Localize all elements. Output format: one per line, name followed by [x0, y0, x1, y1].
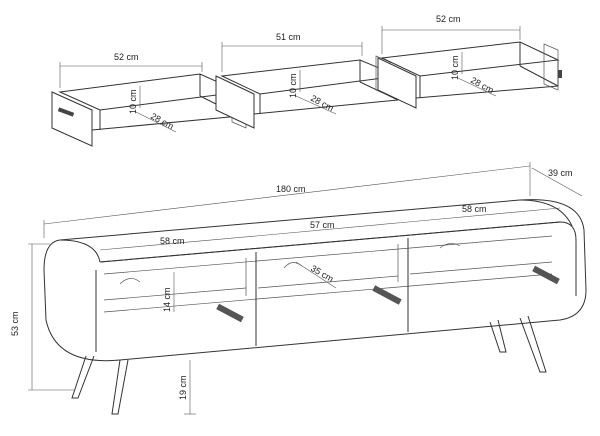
section-2-width: 57 cm	[310, 220, 335, 230]
cabinet-total-depth: 39 cm	[548, 168, 573, 178]
drawer-3-height: 10 cm	[450, 55, 460, 80]
drawer-height-dims	[139, 52, 463, 108]
drawer-2-height: 10 cm	[288, 73, 298, 98]
drawer-1	[51, 73, 247, 147]
drawer-width-dims	[59, 26, 521, 88]
shelf-height: 14 cm	[162, 287, 172, 312]
section-1-width: 58 cm	[160, 236, 185, 246]
leg-height: 19 cm	[178, 375, 188, 400]
drawer-1-height: 10 cm	[128, 89, 138, 114]
drawer-1-depth: 28 cm	[149, 111, 175, 131]
tv-cabinet	[43, 199, 587, 415]
cabinet-total-width: 180 cm	[276, 184, 306, 194]
section-3-width: 58 cm	[462, 204, 487, 214]
drawer-2-width: 51 cm	[276, 32, 301, 42]
drawer-1-width: 52 cm	[114, 52, 139, 62]
drawer-depth-dims	[135, 77, 497, 133]
drawer-2-depth: 28 cm	[309, 93, 335, 113]
cabinet-dims	[28, 162, 583, 415]
drawer-3	[377, 41, 562, 109]
cabinet-total-height: 53 cm	[10, 311, 20, 336]
drawer-3-width: 52 cm	[436, 14, 461, 24]
